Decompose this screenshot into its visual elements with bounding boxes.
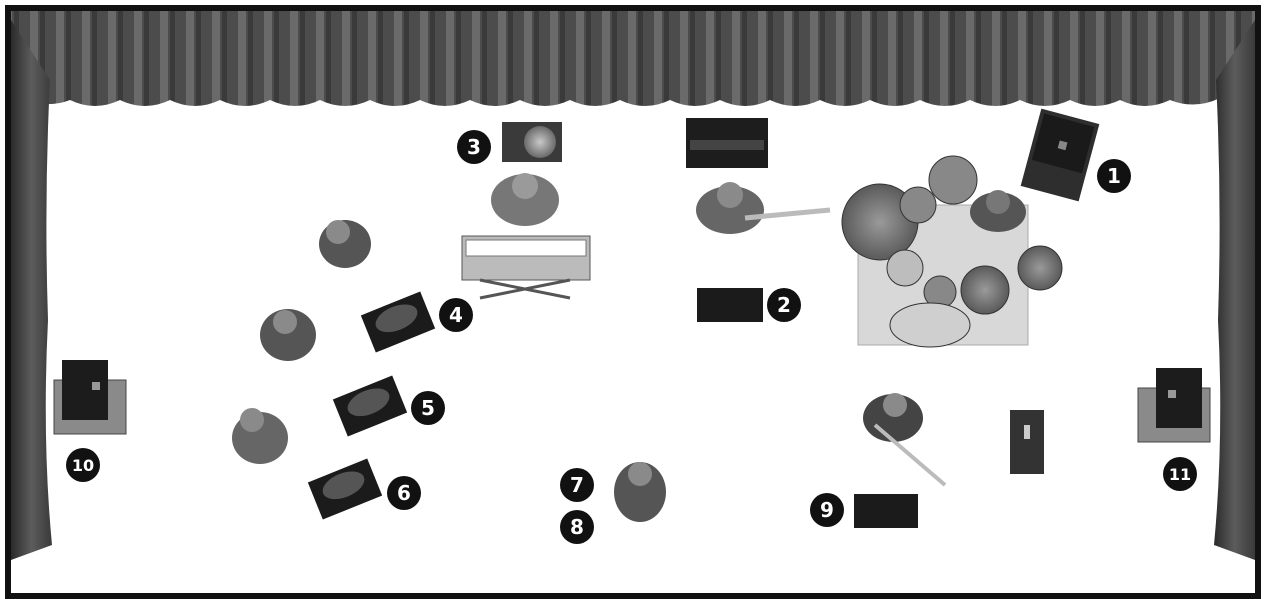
amp-3 xyxy=(502,122,562,162)
marker-4: 4 xyxy=(439,298,473,332)
marker-11: 11 xyxy=(1163,457,1197,491)
top-curtain xyxy=(11,11,1255,106)
svg-text:5: 5 xyxy=(421,396,435,420)
marker-10: 10 xyxy=(66,448,100,482)
svg-text:8: 8 xyxy=(570,515,584,539)
lead-vocalist xyxy=(614,462,666,522)
bass-amp xyxy=(1010,410,1044,474)
svg-text:6: 6 xyxy=(397,481,411,505)
svg-text:9: 9 xyxy=(820,498,834,522)
svg-text:11: 11 xyxy=(1169,465,1191,484)
svg-text:3: 3 xyxy=(467,135,481,159)
horn-player-top xyxy=(319,220,371,268)
monitor-2 xyxy=(697,288,763,322)
left-curtain xyxy=(11,20,52,560)
horn-player-middle xyxy=(260,309,316,361)
marker-3: 3 xyxy=(457,130,491,164)
svg-text:2: 2 xyxy=(777,293,791,317)
monitor-9 xyxy=(854,494,918,528)
piano xyxy=(686,118,768,168)
marker-1: 1 xyxy=(1097,159,1131,193)
svg-text:1: 1 xyxy=(1107,164,1121,188)
marker-8: 8 xyxy=(560,510,594,544)
marker-7: 7 xyxy=(560,468,594,502)
marker-2: 2 xyxy=(767,288,801,322)
svg-text:4: 4 xyxy=(449,303,463,327)
svg-text:10: 10 xyxy=(72,456,94,475)
svg-text:7: 7 xyxy=(570,473,584,497)
right-curtain xyxy=(1214,20,1255,560)
marker-5: 5 xyxy=(411,391,445,425)
marker-9: 9 xyxy=(810,493,844,527)
marker-6: 6 xyxy=(387,476,421,510)
